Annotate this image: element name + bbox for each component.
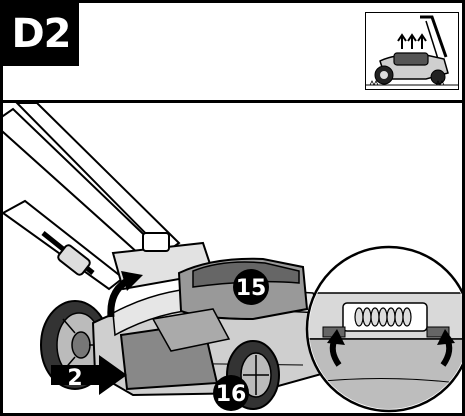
step-label: D2 (3, 3, 79, 66)
callout-bag-number: 16 (216, 382, 247, 407)
mower-handle (3, 102, 181, 291)
push-arrow-icon: 2 (51, 355, 127, 395)
header-band: D2 (3, 3, 462, 103)
main-illustration: 2 15 16 (3, 102, 462, 413)
thumbnail-svg (366, 15, 458, 86)
mower-svg: 2 15 16 (3, 102, 462, 413)
thumbnail-illustration (365, 12, 459, 90)
arrow-up-icon (407, 33, 417, 49)
callout-15: 15 (233, 269, 269, 305)
arrow-up-icon (417, 33, 427, 49)
callout-battery-number: 15 (236, 276, 267, 301)
magnifier-circle (305, 245, 462, 413)
grass-bag (119, 308, 231, 391)
push-arrow-number: 2 (67, 366, 82, 391)
callout-16: 16 (213, 375, 249, 411)
arrow-up-icon (397, 33, 407, 49)
